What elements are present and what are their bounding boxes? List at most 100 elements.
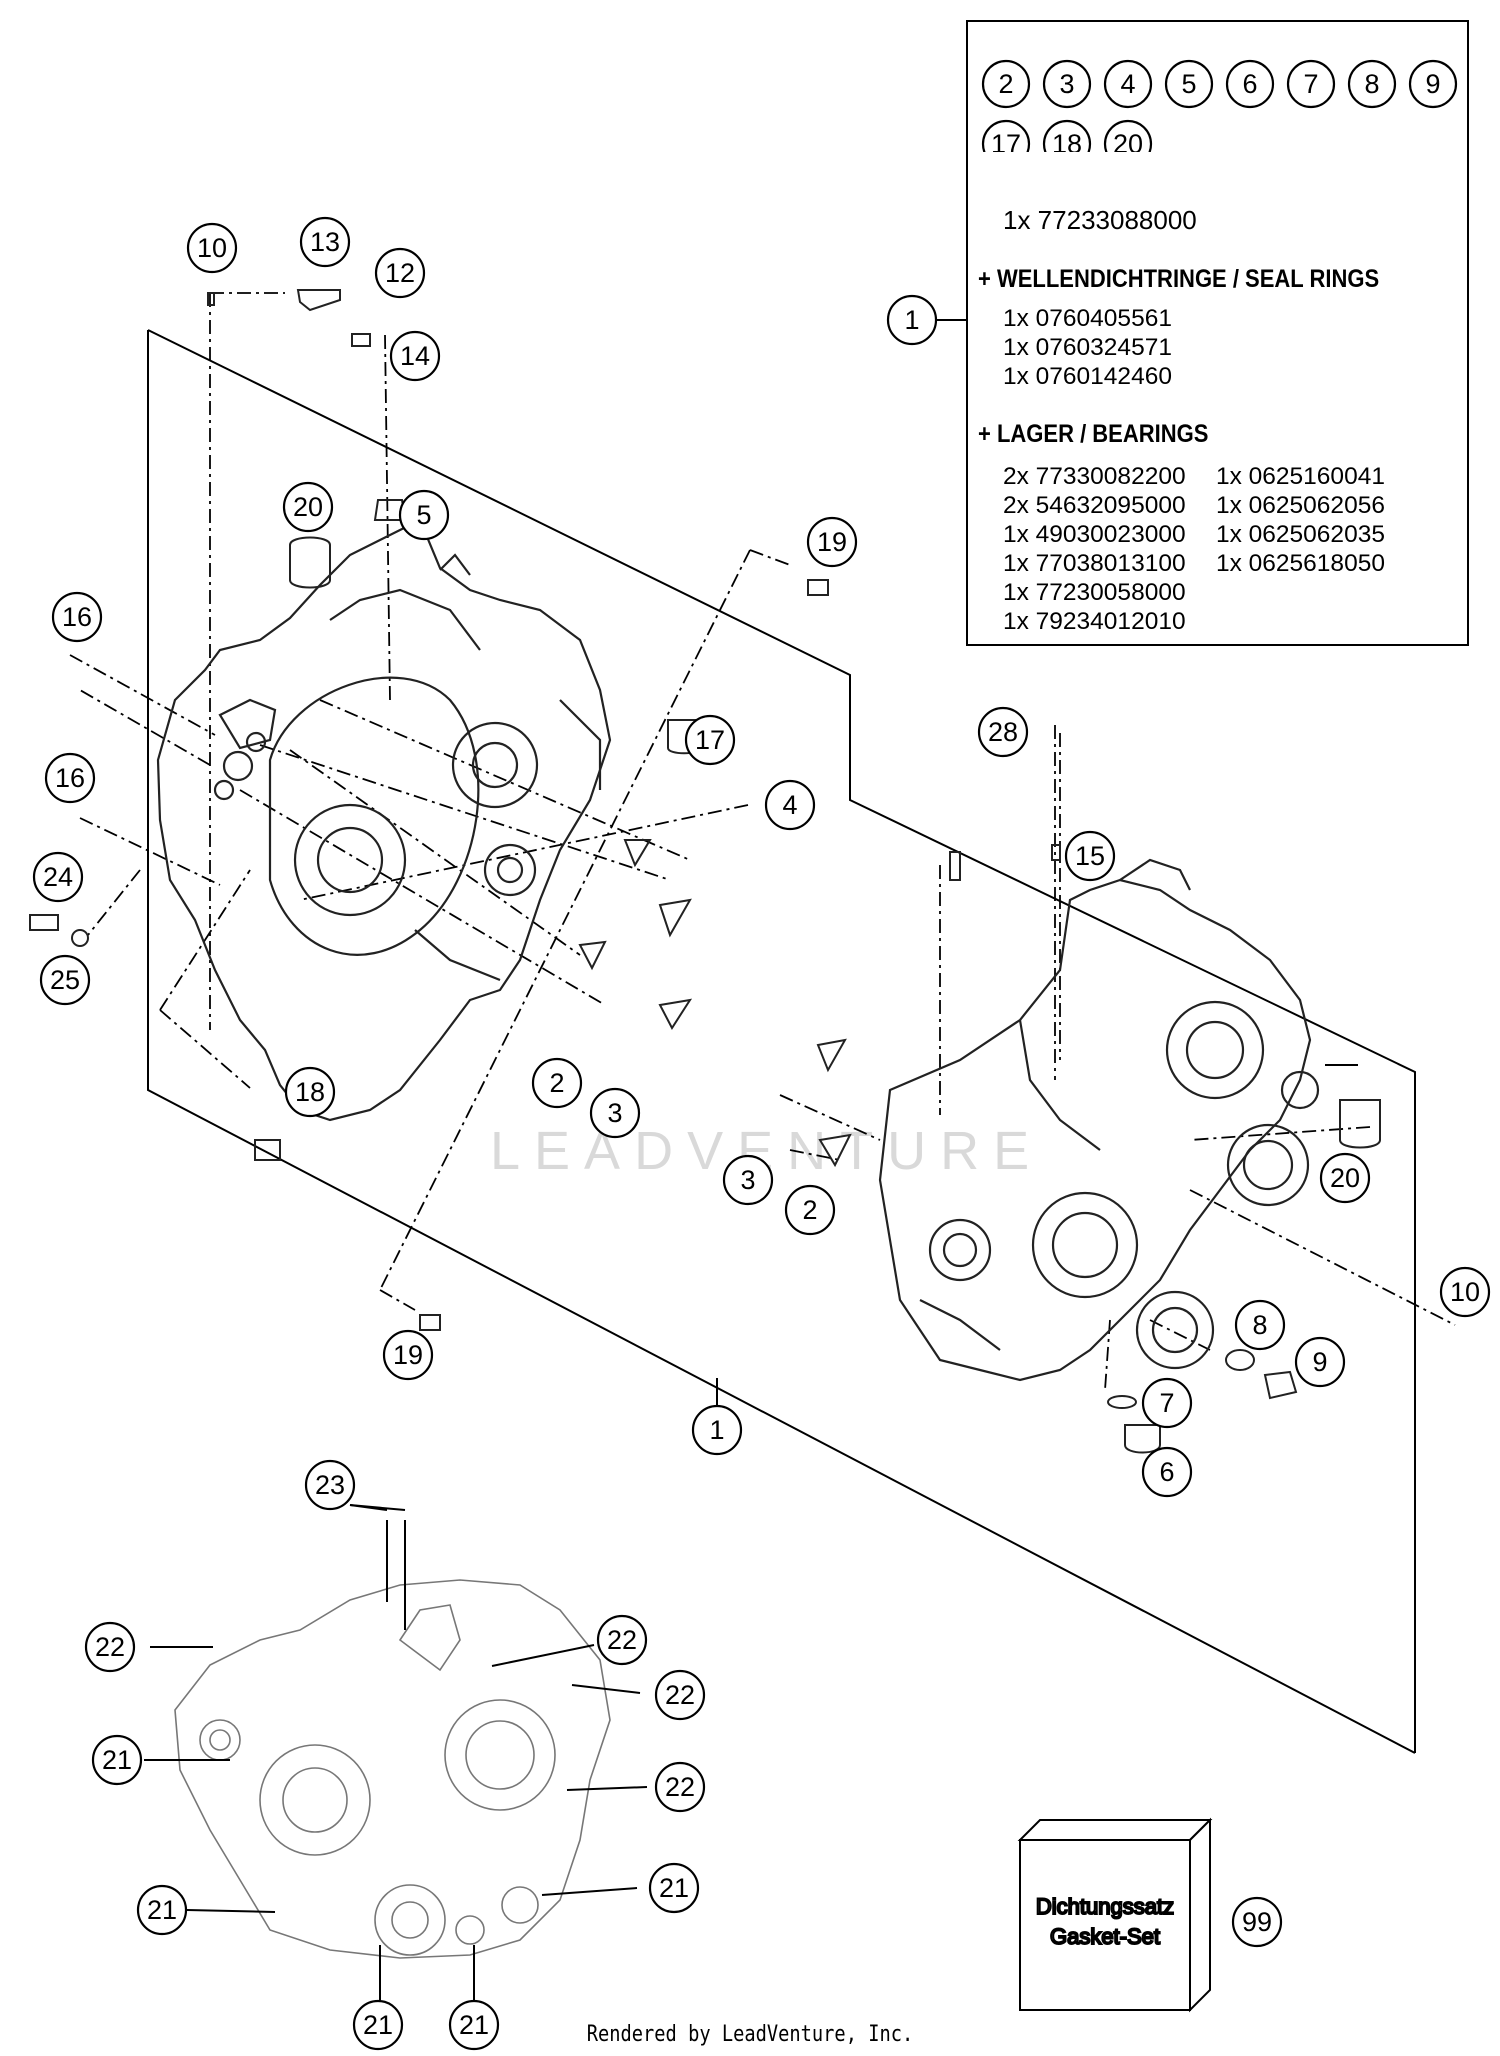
bearing-item: 1x 49030023000 bbox=[1003, 521, 1186, 548]
svg-text:8: 8 bbox=[1364, 69, 1379, 99]
svg-text:19: 19 bbox=[817, 527, 847, 557]
main-part-number: 1x 77233088000 bbox=[1003, 205, 1197, 235]
svg-text:9: 9 bbox=[1312, 1347, 1327, 1377]
callout-25: 25 bbox=[39, 954, 91, 1006]
svg-text:17: 17 bbox=[695, 725, 725, 755]
bearing-item: 2x 77330082200 bbox=[1003, 463, 1186, 490]
svg-text:15: 15 bbox=[1075, 841, 1105, 871]
svg-text:5: 5 bbox=[416, 500, 431, 530]
svg-text:99: 99 bbox=[1242, 1907, 1272, 1937]
lower-view-arrows bbox=[144, 1504, 648, 2002]
parts-box-callout-7: 7 bbox=[1286, 59, 1336, 109]
callout-5: 5 bbox=[398, 489, 450, 541]
svg-text:4: 4 bbox=[782, 790, 797, 820]
svg-text:3: 3 bbox=[740, 1165, 755, 1195]
callout-15: 15 bbox=[1064, 830, 1116, 882]
callout-19-bottom: 19 bbox=[382, 1329, 434, 1381]
lower-case-view bbox=[174, 1579, 611, 1959]
svg-text:7: 7 bbox=[1303, 69, 1318, 99]
assembly-outline-lines bbox=[147, 329, 1416, 1754]
gasket-set-label-1: Dichtungssatz bbox=[1036, 1894, 1174, 1919]
bearing-item: 1x 0625062056 bbox=[1216, 492, 1385, 519]
svg-text:25: 25 bbox=[50, 965, 80, 995]
svg-text:28: 28 bbox=[988, 717, 1018, 747]
svg-text:2: 2 bbox=[802, 1195, 817, 1225]
callout-10-right: 10 bbox=[1439, 1266, 1491, 1318]
callout-4: 4 bbox=[764, 779, 816, 831]
svg-text:2: 2 bbox=[549, 1068, 564, 1098]
callout-3-left: 3 bbox=[589, 1087, 641, 1139]
callout-17: 17 bbox=[684, 714, 736, 766]
gasket-set-label-2: Gasket-Set bbox=[1050, 1924, 1160, 1949]
seal-ring-item: 1x 0760324571 bbox=[1003, 334, 1172, 361]
svg-text:16: 16 bbox=[55, 763, 85, 793]
svg-text:21: 21 bbox=[363, 2010, 393, 2040]
svg-text:24: 24 bbox=[43, 862, 73, 892]
callout-19-top: 19 bbox=[806, 516, 858, 568]
svg-text:14: 14 bbox=[400, 341, 430, 371]
bearing-item: 1x 77230058000 bbox=[1003, 579, 1186, 606]
svg-text:19: 19 bbox=[393, 1340, 423, 1370]
parts-box-callout-9: 9 bbox=[1408, 59, 1458, 109]
svg-text:1: 1 bbox=[904, 305, 919, 335]
parts-box-callout-4: 4 bbox=[1103, 59, 1153, 109]
callout-21-c: 21 bbox=[648, 1862, 700, 1914]
callout-22-b: 22 bbox=[596, 1614, 648, 1666]
svg-text:20: 20 bbox=[1113, 129, 1143, 152]
svg-text:18: 18 bbox=[295, 1077, 325, 1107]
svg-text:22: 22 bbox=[665, 1772, 695, 1802]
svg-text:22: 22 bbox=[95, 1632, 125, 1662]
svg-text:6: 6 bbox=[1242, 69, 1257, 99]
callout-14: 14 bbox=[389, 330, 441, 382]
bearing-item: 1x 0625062035 bbox=[1216, 521, 1385, 548]
svg-text:5: 5 bbox=[1181, 69, 1196, 99]
seal-rings-heading: + WELLENDICHTRINGE / SEAL RINGS bbox=[978, 265, 1380, 293]
callout-1-box: 1 bbox=[886, 294, 938, 346]
callout-21-a: 21 bbox=[91, 1734, 143, 1786]
callout-21-d: 21 bbox=[352, 1999, 404, 2051]
svg-text:16: 16 bbox=[62, 602, 92, 632]
svg-text:7: 7 bbox=[1159, 1388, 1174, 1418]
callout-22-a: 22 bbox=[84, 1621, 136, 1673]
callout-20-top: 20 bbox=[282, 481, 334, 533]
callout-99: 99 bbox=[1231, 1896, 1283, 1948]
bearings-list-right: 1x 0625160041 1x 0625062056 1x 062506203… bbox=[1216, 462, 1385, 578]
svg-text:2: 2 bbox=[998, 69, 1013, 99]
svg-text:4: 4 bbox=[1120, 69, 1135, 99]
callout-10-top: 10 bbox=[186, 222, 238, 274]
parts-box-callout-3: 3 bbox=[1042, 59, 1092, 109]
seal-ring-item: 1x 0760142460 bbox=[1003, 363, 1172, 390]
svg-text:23: 23 bbox=[315, 1470, 345, 1500]
callout-28: 28 bbox=[977, 706, 1029, 758]
callout-1-bottom: 1 bbox=[691, 1404, 743, 1456]
seal-rings-list: 1x 0760405561 1x 0760324571 1x 076014246… bbox=[1003, 304, 1172, 391]
parts-box-callout-17: 17 bbox=[981, 119, 1031, 152]
svg-text:10: 10 bbox=[197, 233, 227, 263]
callout-leaders bbox=[716, 319, 966, 1426]
svg-text:12: 12 bbox=[385, 258, 415, 288]
footer-credit: Rendered by LeadVenture, Inc. bbox=[586, 2022, 914, 2047]
engine-case-left-half bbox=[156, 518, 612, 1122]
callout-21-b: 21 bbox=[136, 1884, 188, 1936]
callout-3-right: 3 bbox=[722, 1154, 774, 1206]
svg-text:8: 8 bbox=[1252, 1310, 1267, 1340]
callout-2-right: 2 bbox=[784, 1184, 836, 1236]
svg-text:3: 3 bbox=[607, 1098, 622, 1128]
svg-text:1: 1 bbox=[709, 1415, 724, 1445]
callout-6: 6 bbox=[1141, 1446, 1193, 1498]
bearing-item: 1x 77038013100 bbox=[1003, 550, 1186, 577]
svg-text:21: 21 bbox=[102, 1745, 132, 1775]
callout-16-mid: 16 bbox=[44, 752, 96, 804]
parts-box-callout-20: 20 bbox=[1103, 119, 1153, 152]
parts-box-callout-8: 8 bbox=[1347, 59, 1397, 109]
bearing-item: 1x 0625618050 bbox=[1216, 550, 1385, 577]
svg-text:20: 20 bbox=[293, 492, 323, 522]
callout-13: 13 bbox=[299, 216, 351, 268]
svg-text:9: 9 bbox=[1425, 69, 1440, 99]
gasket-set-box: Dichtungssatz Gasket-Set bbox=[1017, 1817, 1213, 2013]
callouts: 10 13 12 14 20 5 19 16 17 4 16 24 25 28 … bbox=[32, 216, 1491, 2051]
engine-case-right-half bbox=[878, 858, 1320, 1382]
